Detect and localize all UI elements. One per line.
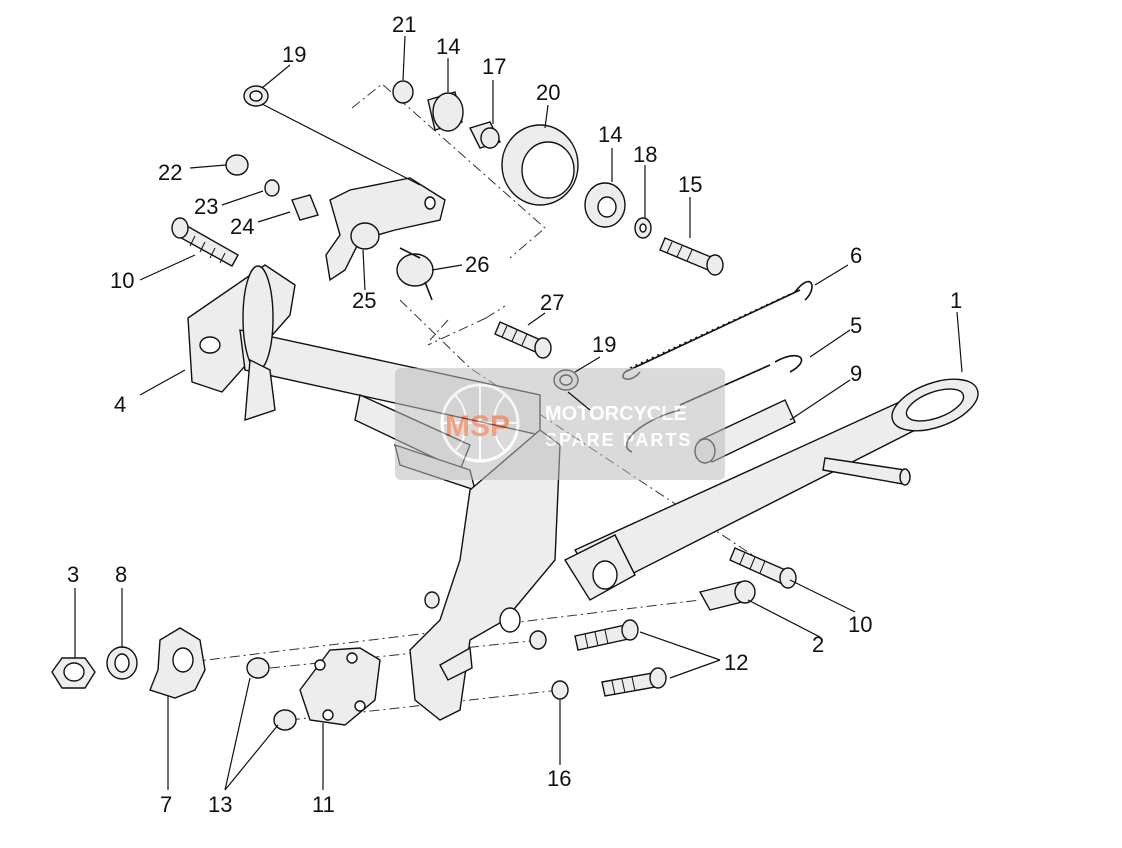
callout-23: 23	[194, 194, 218, 219]
switch-plate	[409, 429, 561, 721]
callout-14-upper: 14	[436, 34, 460, 59]
part-6-spring	[622, 280, 813, 380]
part-13-nut-lower	[273, 709, 297, 731]
part-14-bearing-upper	[427, 91, 464, 132]
part-17-spacer	[469, 121, 501, 149]
callout-17: 17	[482, 54, 506, 79]
leader-lines	[74, 35, 963, 791]
watermark: MSP MOTORCYCLE SPARE PARTS	[395, 368, 725, 480]
part-2-pin	[698, 580, 756, 611]
part-16-washer	[551, 680, 569, 700]
part-12-bolt-lower	[601, 667, 667, 697]
part-10-bolt-right	[729, 547, 797, 589]
callout-2: 2	[812, 632, 824, 657]
part-13-nut-upper	[246, 657, 270, 679]
part-23-washer	[264, 179, 280, 197]
callout-7: 7	[160, 792, 172, 817]
watermark-line2: SPARE PARTS	[545, 430, 692, 450]
callout-18: 18	[633, 142, 657, 167]
part-20-roller	[501, 124, 579, 206]
part-10-bolt-left	[171, 217, 239, 267]
callout-25: 25	[352, 288, 376, 313]
callout-20: 20	[536, 80, 560, 105]
part-21-bush	[392, 80, 414, 104]
callout-14-lower: 14	[598, 122, 622, 147]
callout-6: 6	[850, 243, 862, 268]
callout-19-middle: 19	[592, 332, 616, 357]
callout-4: 4	[114, 392, 126, 417]
callout-10-right: 10	[848, 612, 872, 637]
part-22-nut	[225, 154, 249, 176]
watermark-line1: MOTORCYCLE	[545, 403, 687, 425]
part-25-lever	[325, 177, 446, 282]
callout-8: 8	[115, 562, 127, 587]
callout-26: 26	[465, 252, 489, 277]
callout-11: 11	[312, 792, 335, 817]
part-18-washer	[634, 217, 652, 239]
part-26-spring-clip	[396, 247, 434, 301]
callout-5: 5	[850, 313, 862, 338]
part-washer-right-upper	[529, 630, 547, 650]
part-27-bolt	[494, 321, 552, 359]
callout-13: 13	[208, 792, 232, 817]
callout-labels: 1 2 3 4 5 6 7 8 9 10 10 11 12 13 14 14 1…	[67, 12, 962, 817]
callout-24: 24	[230, 214, 254, 239]
part-1-side-stand	[563, 378, 979, 601]
callout-10-left: 10	[110, 268, 134, 293]
part-7-cover	[149, 627, 206, 699]
callout-9: 9	[850, 361, 862, 386]
part-8-washer	[106, 646, 138, 680]
part-3-nut	[51, 657, 96, 689]
watermark-box	[395, 368, 725, 480]
callout-16: 16	[547, 766, 571, 791]
callout-19-upper: 19	[282, 42, 306, 67]
callout-22: 22	[158, 160, 182, 185]
watermark-logo: MSP	[445, 410, 510, 443]
callout-27: 27	[540, 290, 564, 315]
callout-12: 12	[724, 650, 748, 675]
callout-1: 1	[950, 288, 962, 313]
part-14-bearing-lower	[584, 182, 626, 228]
callout-3: 3	[67, 562, 79, 587]
part-15-bolt	[659, 237, 724, 276]
part-11-switch	[299, 647, 381, 726]
callout-15: 15	[678, 172, 702, 197]
callout-21: 21	[392, 12, 416, 37]
part-19-nut-upper	[243, 85, 269, 107]
part-24-spacer	[291, 194, 319, 221]
part-12-bolt-upper	[574, 619, 639, 651]
